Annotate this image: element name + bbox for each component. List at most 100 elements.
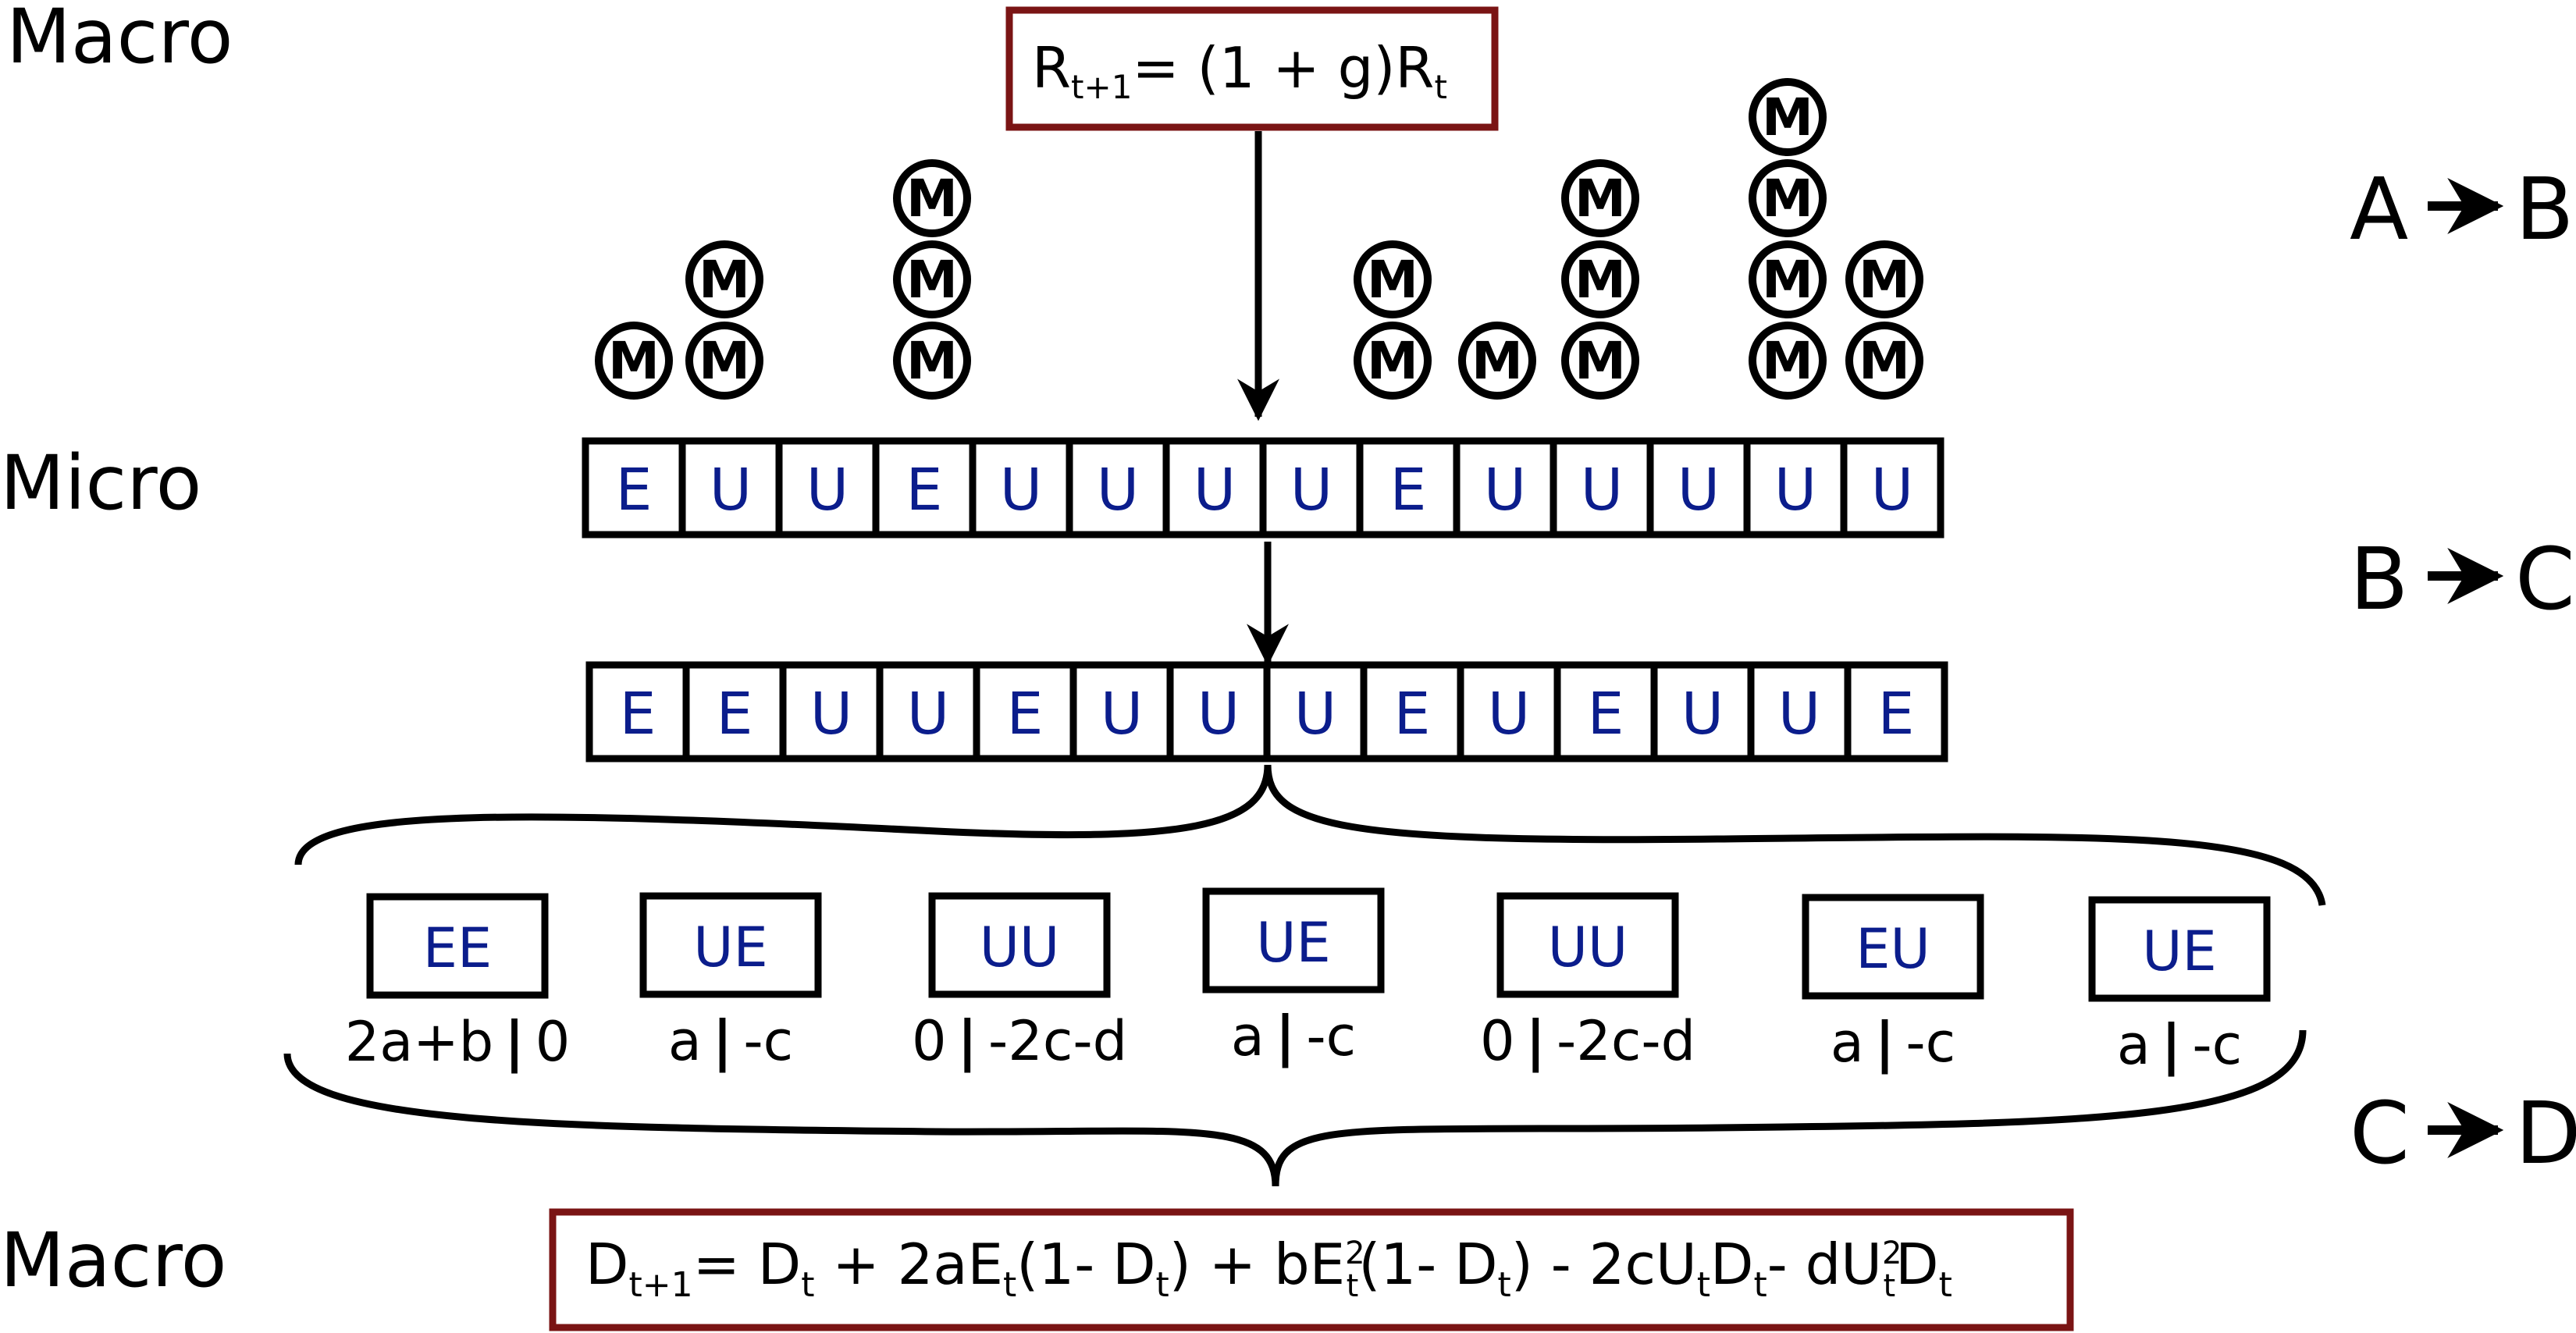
row-after-cell: U — [1457, 661, 1561, 762]
row-before-cell: E — [872, 437, 977, 539]
eq-term: (1- D — [1358, 1232, 1497, 1297]
pair-label: EU — [1856, 917, 1930, 981]
growth-equation: Rt+1= (1 + g)Rt — [1005, 6, 1499, 131]
pair-label: UU — [1548, 915, 1628, 979]
eq-subscript: t — [1753, 1265, 1767, 1305]
m-token-letter: M — [1859, 331, 1910, 391]
m-token-letter: M — [906, 169, 958, 229]
row-after-cell-state: U — [1681, 681, 1724, 748]
m-token: M — [1561, 322, 1639, 400]
row-before-cell-box — [1646, 437, 1751, 539]
eq-subscript: t+1 — [628, 1265, 692, 1305]
m-token-circle — [1354, 240, 1432, 318]
row-before-cell: E — [1356, 437, 1461, 539]
row-before-cell-state: U — [1097, 457, 1139, 524]
m-token-letter: M — [699, 331, 750, 391]
row-after-cell-state: E — [1588, 681, 1624, 748]
row-after-cell-box — [973, 661, 1077, 762]
eq-subscript: t — [1939, 1265, 1952, 1305]
pair-box — [2088, 896, 2271, 1002]
m-token-circle — [1749, 159, 1827, 237]
row-before-cell: U — [1453, 437, 1557, 539]
row-after-cell-state: U — [907, 681, 949, 748]
eq-subscript: t — [1883, 1268, 1895, 1304]
pair-item: UEa | -c — [639, 892, 822, 1073]
upper-brace — [294, 764, 2326, 906]
m-token-letter: M — [1762, 331, 1813, 391]
m-token-letter: M — [1762, 169, 1813, 229]
row-after-cell: U — [1166, 661, 1271, 762]
macro-bottom-label: Macro — [0, 1217, 227, 1304]
pair-label: UU — [980, 915, 1059, 979]
growth-equation-text: Rt+1= (1 + g)Rt — [1032, 35, 1447, 106]
m-token-circle — [893, 159, 971, 237]
pair-box — [928, 892, 1111, 998]
m-token: M — [1749, 159, 1827, 237]
pair-item: UU 0 | -2c-d — [1480, 892, 1695, 1073]
row-after-cell: E — [973, 661, 1077, 762]
eq-term: D — [585, 1232, 628, 1297]
pair-payoff: 0 | -2c-d — [1480, 1009, 1695, 1073]
pair-box — [1202, 887, 1385, 994]
row-after-cell-box — [682, 661, 787, 762]
payoff-right: -c — [1905, 1011, 1955, 1075]
pair-box — [366, 893, 549, 999]
row-after-cell-box — [1069, 661, 1174, 762]
m-token-letter: M — [906, 250, 958, 310]
row-after-cell-box — [1263, 661, 1368, 762]
eq-term: D — [1895, 1232, 1938, 1297]
m-token-circle — [1845, 240, 1923, 318]
eq-term: + 2aE — [815, 1232, 1004, 1297]
eq-term: = D — [693, 1232, 802, 1297]
row-after-cell: E — [1360, 661, 1464, 762]
payoff-left: 0 — [912, 1009, 947, 1073]
row-before-cell-box — [1259, 437, 1364, 539]
row-before-cell-state: E — [906, 457, 943, 524]
m-token-letter: M — [906, 331, 958, 391]
pair-box — [1496, 892, 1679, 998]
transition-to: C — [2515, 529, 2575, 629]
row-after-cell-state: E — [620, 681, 656, 748]
m-token: M — [1354, 322, 1432, 400]
payoff-separator: | — [1265, 1004, 1307, 1068]
pair-item: UU0 | -2c-d — [912, 892, 1127, 1073]
row-after-cell-state: E — [1394, 681, 1431, 748]
row-after-cell: E — [1553, 661, 1658, 762]
row-before-cell: U — [1646, 437, 1751, 539]
eq-r: R — [1032, 35, 1071, 101]
m-token-circle — [893, 240, 971, 318]
pair-label: UE — [1256, 911, 1330, 975]
m-token: M — [595, 322, 673, 400]
row-before-cell-box — [1550, 437, 1654, 539]
row-before-cell-state: U — [1871, 457, 1913, 524]
dynamics-equation-box — [549, 1208, 2074, 1331]
eq-term: (1- D — [1016, 1232, 1155, 1297]
row-before-cell-state: U — [710, 457, 752, 524]
m-token-circle — [1458, 322, 1536, 400]
pair-payoff: a | -c — [1231, 1004, 1356, 1068]
pair-label: EE — [423, 916, 492, 980]
eq-subscript: t — [1498, 1265, 1511, 1305]
m-token-letter: M — [1367, 250, 1418, 310]
row-before-cell: U — [1259, 437, 1364, 539]
payoff-left: a — [1831, 1011, 1864, 1075]
pair-payoff: a | -c — [668, 1009, 793, 1073]
row-after-cell-box — [1747, 661, 1852, 762]
row-after-cell-box — [779, 661, 884, 762]
growth-equation-box — [1005, 6, 1499, 131]
row-after-cell-state: U — [1778, 681, 1820, 748]
row-before-cell-state: E — [1390, 457, 1427, 524]
row-before-cell-state: E — [616, 457, 653, 524]
row-after-cell-state: U — [810, 681, 852, 748]
m-token-letter: M — [1574, 169, 1626, 229]
lower-brace — [283, 1029, 2307, 1187]
m-token-letter: M — [1367, 331, 1418, 391]
payoff-separator: | — [2151, 1013, 2193, 1077]
eq-subscript: t — [1697, 1265, 1710, 1305]
payoff-right: -c — [2192, 1013, 2242, 1077]
